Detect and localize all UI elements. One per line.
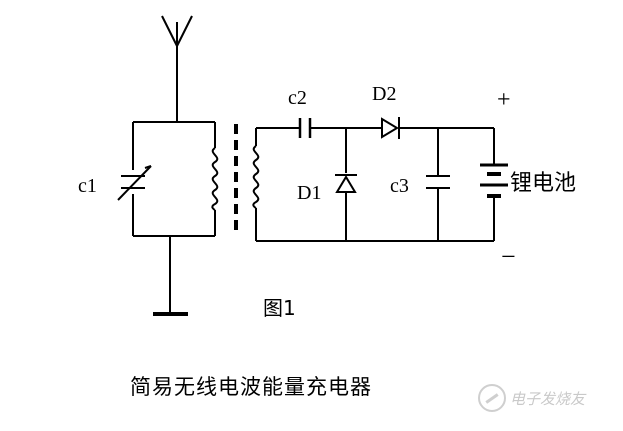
label-d2: D2 — [372, 83, 397, 105]
capacitor-c2 — [298, 118, 312, 138]
rectifier-wires — [255, 127, 495, 242]
label-c2: c2 — [288, 87, 307, 109]
watermark-text: 电子发烧友 — [510, 389, 586, 408]
diagram-caption: 简易无线电波能量充电器 — [130, 375, 372, 399]
secondary-coil — [252, 145, 260, 209]
figure-label: 图1 — [263, 296, 296, 320]
label-c1: c1 — [78, 175, 97, 197]
label-plus: + — [497, 87, 511, 113]
antenna — [161, 15, 193, 122]
label-battery: 锂电池 — [510, 171, 577, 196]
watermark-logo-icon — [478, 384, 506, 412]
diode-d1 — [335, 174, 357, 193]
variable-capacitor-c1 — [117, 165, 152, 201]
watermark: 电子发烧友 — [478, 384, 585, 412]
primary-coil — [211, 147, 219, 211]
tank-circuit-wires — [132, 121, 216, 312]
label-minus: − — [501, 242, 516, 271]
capacitor-c3 — [426, 175, 450, 189]
label-c3: c3 — [390, 175, 409, 197]
battery-symbol — [480, 163, 508, 198]
diode-d2 — [381, 117, 400, 139]
label-d1: D1 — [297, 182, 322, 204]
